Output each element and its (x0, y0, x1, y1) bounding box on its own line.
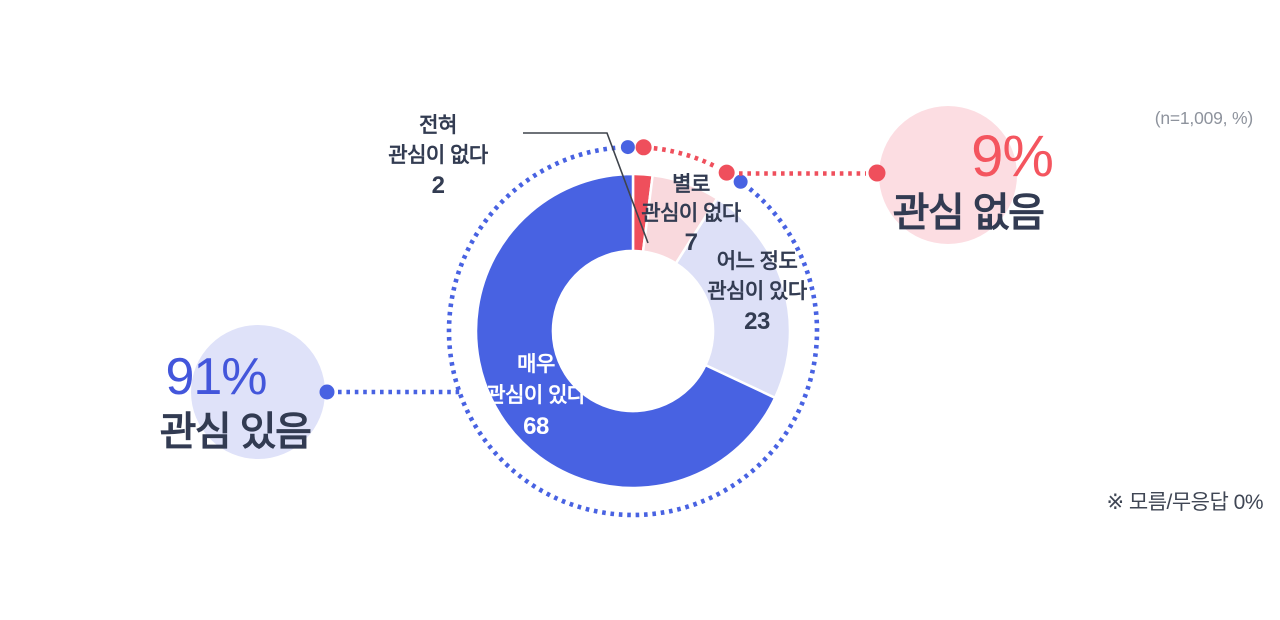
not-interested-bubble (879, 106, 1017, 244)
interested-percent: 91% (165, 348, 267, 406)
slice-value: 23 (744, 308, 770, 335)
donut-slice-3 (474, 172, 777, 490)
interested-bubble (191, 325, 325, 459)
ring-end-dot-blue (733, 174, 748, 189)
dont-know-footnote: ※ 모름/무응답 0% (1106, 491, 1263, 514)
slice-label-line: 관심이 있다 (486, 384, 586, 407)
slice-label-line: 어느 정도 (716, 250, 798, 273)
slice-label-none-at-all: 전혀 관심이 없다 2 (363, 111, 513, 201)
slice-label-line: 관심이 없다 (388, 144, 488, 167)
slice-label-not-really: 별로 관심이 없다 7 (616, 170, 766, 257)
interested-connector-dot (319, 384, 335, 400)
slice-label-very: 매우 관심이 있다 68 (461, 349, 611, 442)
slice-label-line: 매우 (517, 353, 555, 376)
not-interested-percent: 9% (971, 124, 1054, 189)
dotted-ring (446, 139, 820, 518)
slice-label-line: 관심이 없다 (641, 202, 741, 225)
slice-label-line: 관심이 있다 (707, 280, 807, 303)
ring-end-dot-red (635, 139, 652, 156)
not-interested-label: 관심 없음 (892, 191, 1045, 235)
slice-value: 2 (431, 172, 445, 199)
ring-arc-not-interested (653, 145, 719, 170)
slice-label-somewhat: 어느 정도 관심이 있다 23 (682, 247, 832, 337)
slice-value: 7 (684, 229, 698, 256)
ring-arc-interested (446, 145, 820, 518)
not-interested-connector-dot (868, 164, 886, 182)
leader-line-none-at-all (523, 132, 649, 244)
interested-label: 관심 있음 (159, 410, 312, 454)
donut-chart (474, 172, 792, 490)
ring-end-dot-red (718, 164, 735, 181)
slice-label-line: 전혀 (419, 114, 457, 137)
sample-size-note: (n=1,009, %) (1154, 108, 1253, 128)
slice-value: 68 (523, 413, 549, 440)
slice-label-line: 별로 (672, 173, 710, 196)
donut-slice-2 (674, 197, 792, 400)
ring-end-dot-blue (620, 140, 635, 155)
